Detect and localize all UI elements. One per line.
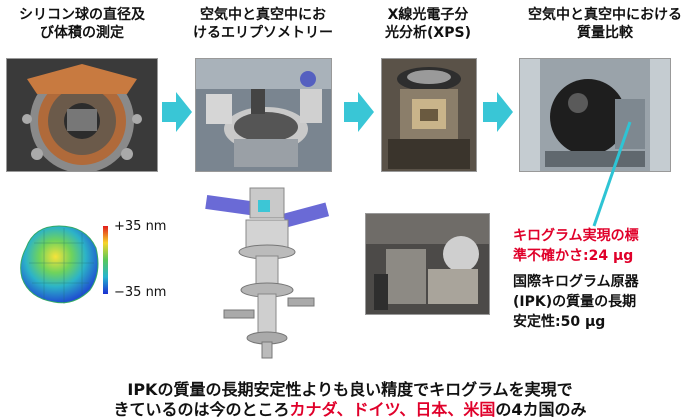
bottom-statement-line-2: きているのは今のところカナダ、ドイツ、日本、米国の4カ国のみ <box>113 400 587 419</box>
ipk-stability: 国際キログラム原器 (IPK)の質量の長期 安定性:50 µg <box>513 274 639 330</box>
arrow-right-icon <box>344 92 374 132</box>
colorbar-max-label: +35 nm <box>114 219 167 234</box>
arrow-right-icon <box>162 92 192 132</box>
step-2-title: 空気中と真空中にお けるエリプソメトリー <box>193 7 333 41</box>
mass-comparator-photo <box>519 58 671 172</box>
step-1-title: シリコン球の直径及 び体積の測定 <box>19 7 145 41</box>
colorbar <box>103 226 108 294</box>
bottom-statement-line-1: IPKの質量の長期安定性よりも良い精度でキログラムを実現で <box>127 380 573 399</box>
sphere-topography-map <box>14 218 104 308</box>
sphere-interferometer-photo <box>6 58 158 172</box>
step-4-title: 空気中と真空中における 質量比較 <box>528 7 682 41</box>
ellipsometry-chamber-photo <box>195 58 332 172</box>
kilogram-uncertainty: キログラム実現の標 準不確かさ:24 µg <box>513 228 639 264</box>
laboratory-photo <box>365 213 490 315</box>
colorbar-min-label: −35 nm <box>114 285 167 300</box>
apparatus-schematic <box>198 180 338 365</box>
countries-list: カナダ、ドイツ、日本、米国 <box>289 400 496 419</box>
xps-photo <box>381 58 477 172</box>
arrow-right-icon <box>483 92 513 132</box>
step-3-title: X線光電子分 光分析(XPS) <box>385 7 471 41</box>
pointer-line <box>592 121 632 227</box>
